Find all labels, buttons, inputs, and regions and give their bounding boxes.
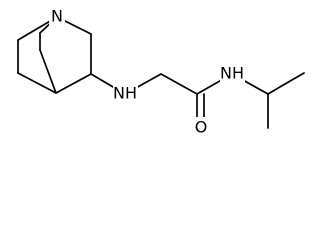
atom-label-amide-nh: NH — [220, 64, 244, 83]
bond-ch-ch2 — [267, 83, 286, 95]
molecule-structure: N NH NH O — [17, 6, 305, 136]
bond-c5-c4 — [17, 72, 57, 94]
atom-labels: N NH NH O — [49, 6, 245, 136]
bond-ch2-ch3 — [284, 72, 305, 85]
atom-label-carbonyl-o: O — [195, 118, 208, 137]
bond-c7-c4 — [39, 49, 57, 94]
quinuclidine-cage — [17, 16, 92, 94]
atom-label-amine-nh: NH — [113, 84, 137, 103]
bond-c3-c4 — [55, 73, 92, 94]
bond-ch2-carbonyl — [160, 73, 198, 95]
atom-label-quinuclidine-n: N — [51, 7, 63, 26]
